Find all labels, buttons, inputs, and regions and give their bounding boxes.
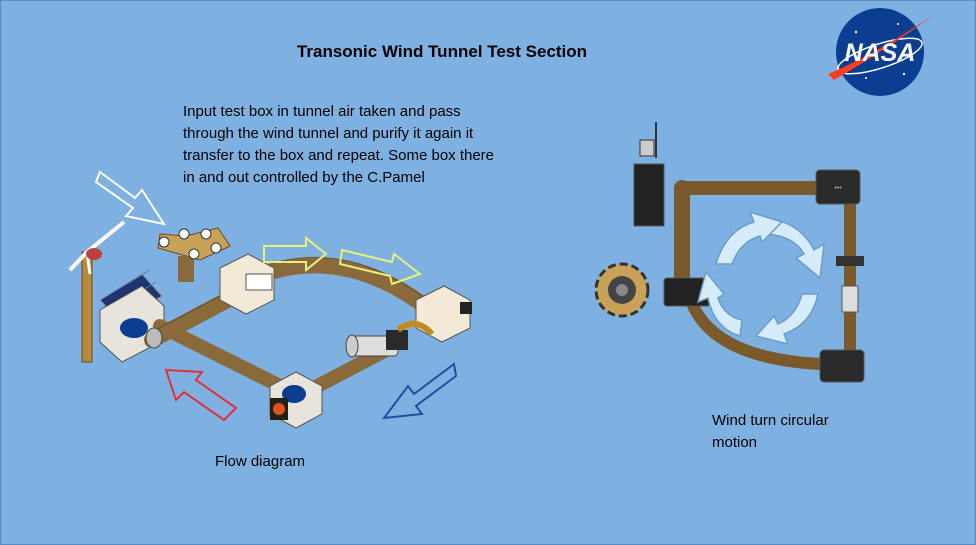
circular-motion-arrows-icon — [696, 210, 825, 346]
purifier-box — [415, 285, 472, 343]
nasa-logo-text: NASA — [845, 39, 916, 67]
flow-arrow-yellow-2 — [338, 248, 423, 286]
wind-turbine-icon — [68, 220, 126, 363]
svg-text:•••: ••• — [834, 185, 842, 192]
duct-end-icon — [145, 327, 163, 349]
corner-box-top-right: ••• — [815, 169, 861, 205]
sensor-tower-icon — [633, 122, 665, 227]
nasa-logo-icon: NASA — [828, 8, 938, 96]
fan-icon — [594, 262, 650, 318]
circular-tunnel-pipes — [674, 180, 856, 370]
flow-diagram-illustration — [68, 170, 472, 429]
flow-arrow-yellow-1 — [263, 235, 328, 273]
corner-box-bottom-right — [819, 349, 865, 383]
wind-circular-caption: Wind turn circular motion — [712, 412, 829, 451]
slide-title: Transonic Wind Tunnel Test Section — [296, 42, 588, 61]
fan-box — [269, 371, 323, 429]
input-arrow-icon — [94, 170, 167, 226]
flow-arrow-blue — [381, 362, 458, 420]
test-section-box — [219, 253, 275, 315]
motor-icon — [345, 321, 435, 358]
fan-cluster-icon — [157, 227, 231, 282]
flow-diagram-caption: Flow diagram — [215, 453, 306, 470]
gauge-icon — [836, 256, 864, 313]
description-text: Input test box in tunnel air taken and p… — [183, 103, 495, 186]
flow-arrow-red — [164, 368, 238, 422]
wind-circular-illustration: ••• — [594, 122, 865, 383]
